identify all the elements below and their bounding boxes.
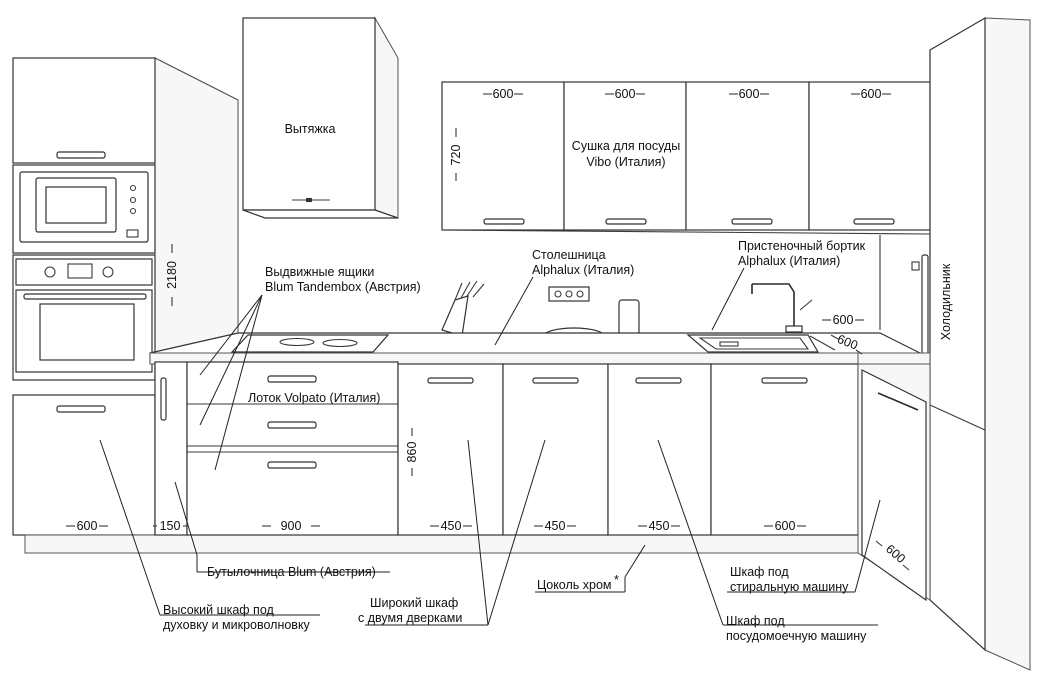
- dim-base-bottle: 150: [160, 519, 181, 533]
- label-fridge: Холодильник: [939, 263, 953, 340]
- label-plinth-mark: *: [614, 573, 619, 587]
- dim-tall-height: 2180: [165, 261, 179, 289]
- label-plinth: Цоколь хром: [537, 578, 612, 592]
- label-wide-cabinet-1: Широкий шкаф: [370, 596, 458, 610]
- label-dishwasher-2: посудомоечную машину: [726, 629, 867, 643]
- dim-upper-1: 600: [493, 87, 514, 101]
- label-tall-cabinet-1: Высокий шкаф под: [163, 603, 274, 617]
- base-cabinets: [24, 361, 931, 602]
- label-drawers-brand: Blum Tandembox (Австрия): [265, 280, 421, 294]
- dimensions: 600 600 600 600 720 2180 860 600 600 600…: [66, 87, 910, 571]
- leader-lines: [99, 267, 881, 626]
- dim-upper-3: 600: [739, 87, 760, 101]
- dim-base-450-2: 450: [545, 519, 566, 533]
- labels: Выдвижные ящики Blum Tandembox (Австрия)…: [163, 239, 867, 643]
- dim-corner-top: 600: [833, 313, 854, 327]
- label-washer-1: Шкаф под: [730, 565, 789, 579]
- dim-upper-height: 720: [449, 145, 463, 166]
- label-dryer: Сушка для посуды: [572, 139, 680, 153]
- countertop: [149, 332, 931, 365]
- label-bottle-rack: Бутылочница Blum (Австрия): [207, 565, 376, 579]
- label-dryer-brand: Vibo (Италия): [586, 155, 665, 169]
- dim-upper-2: 600: [615, 87, 636, 101]
- label-countertop: Столешница: [532, 248, 606, 262]
- label-washer-2: стиральную машину: [730, 580, 849, 594]
- dim-upper-4: 600: [861, 87, 882, 101]
- fridge: Холодильник: [911, 16, 1031, 671]
- dim-base-height: 860: [405, 442, 419, 463]
- dim-base-drawers: 900: [281, 519, 302, 533]
- tall-cabinet: [12, 57, 239, 536]
- label-dishwasher-1: Шкаф под: [726, 614, 785, 628]
- dim-base-tall: 600: [77, 519, 98, 533]
- label-drawers: Выдвижные ящики: [265, 265, 374, 279]
- dim-base-450-3: 450: [649, 519, 670, 533]
- dim-base-right: 600: [775, 519, 796, 533]
- upper-cabinets: Сушка для посуды Vibo (Италия): [441, 81, 931, 235]
- label-backsplash: Пристеночный бортик: [738, 239, 866, 253]
- label-countertop-brand: Alphalux (Италия): [532, 263, 634, 277]
- label-wide-cabinet-2: с двумя дверками: [358, 611, 462, 625]
- label-tray: Лоток Volpato (Италия): [248, 391, 380, 405]
- hood: Вытяжка: [242, 16, 399, 219]
- label-hood: Вытяжка: [285, 122, 336, 136]
- dim-base-450-1: 450: [441, 519, 462, 533]
- label-tall-cabinet-2: духовку и микроволновку: [163, 618, 311, 632]
- label-backsplash-brand: Alphalux (Италия): [738, 254, 840, 268]
